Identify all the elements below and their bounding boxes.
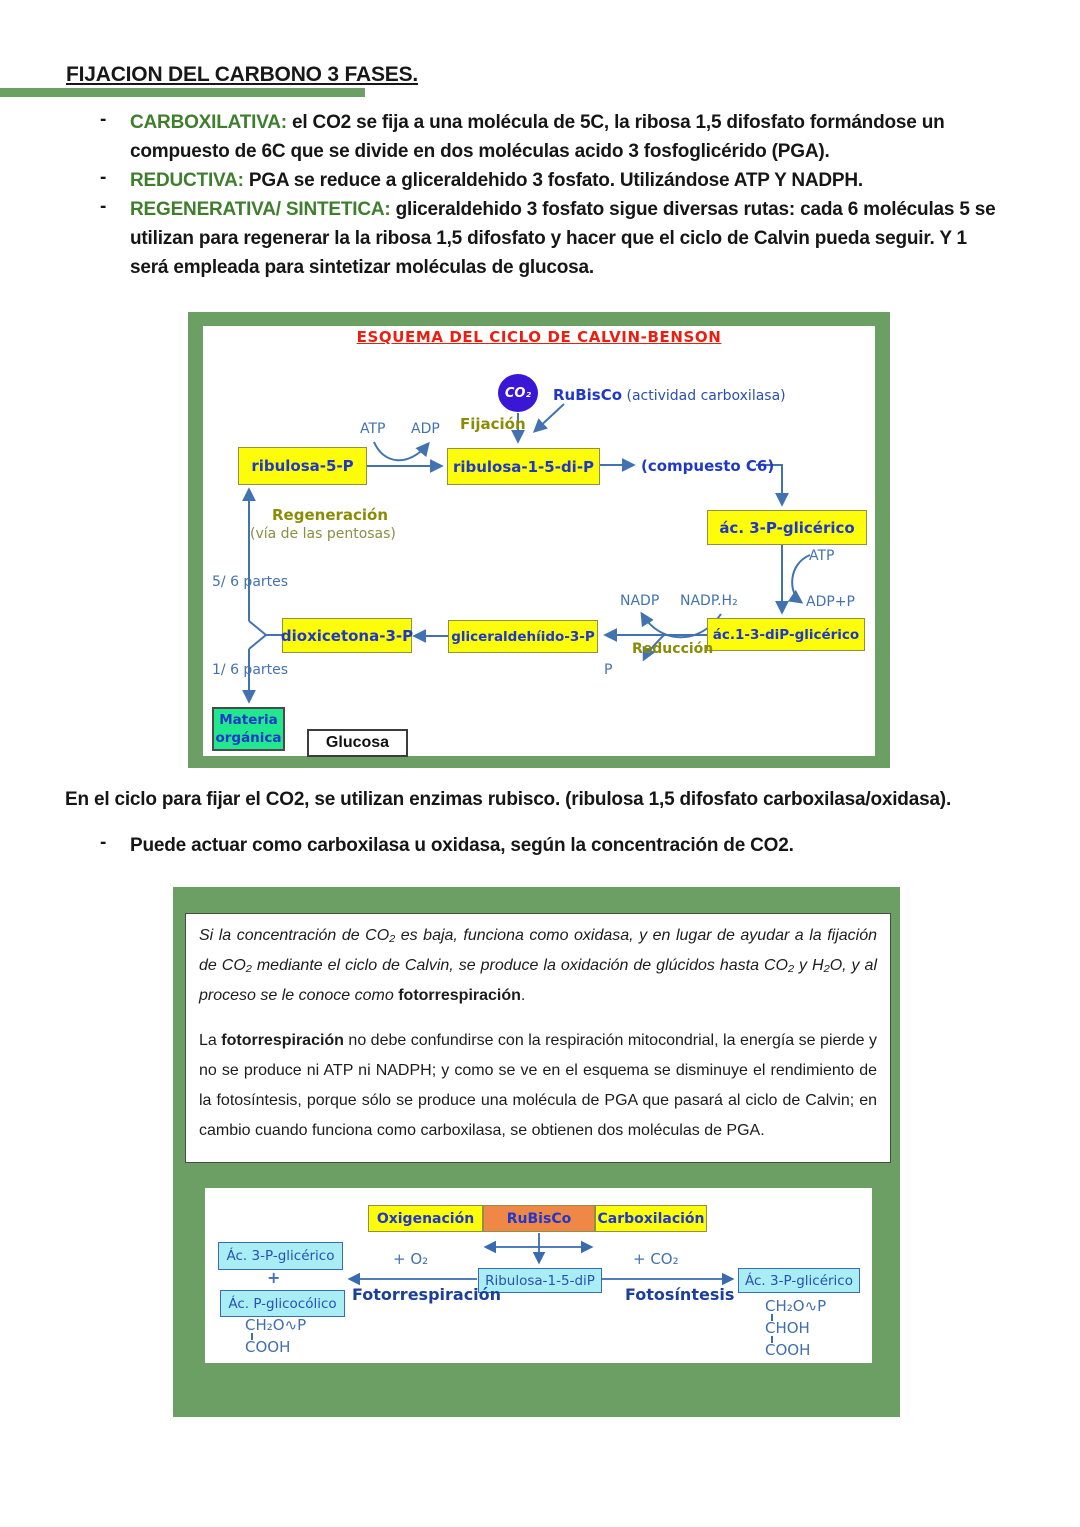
bullet-dash: - xyxy=(100,109,107,130)
rubisco-label-bold: RuBisCo xyxy=(553,386,623,404)
partes-1-6-label: 1/ 6 partes xyxy=(212,662,289,678)
reduccion-label: Reducción xyxy=(632,641,714,657)
arrow-rubisco-pointer xyxy=(532,403,565,433)
bullet-dash: - xyxy=(100,832,107,853)
mid-paragraph: En el ciclo para fijar el CO2, se utiliz… xyxy=(65,789,952,810)
materia-line2: orgánica xyxy=(215,730,282,746)
box-carboxilacion: Carboxilación xyxy=(595,1205,707,1232)
plus-label: + xyxy=(267,1268,281,1287)
nadph2-label: NADP.H₂ xyxy=(680,593,738,609)
box-dioxicetona-3-p: dioxicetona-3-P xyxy=(281,618,413,653)
box-ribulosa-5-p: ribulosa-5-P xyxy=(238,447,367,485)
arc-atp-adpp-right xyxy=(787,554,811,604)
infobox-p2-start: La xyxy=(199,1032,222,1049)
bullet-text: PGA se reduce a gliceraldehido 3 fosfato… xyxy=(248,170,863,191)
adp-left-label: ADP xyxy=(411,421,440,437)
bullet-regenerativa: REGENERATIVA/ SINTETICA: gliceraldehido … xyxy=(130,195,998,282)
atp-right-label: ATP xyxy=(809,548,835,564)
box-glucosa: Glucosa xyxy=(307,729,408,757)
partes-5-6-label: 5/ 6 partes xyxy=(212,574,289,590)
box-ac-1-3-dip-glicerico: ác.1-3-diP-glicérico xyxy=(707,618,865,651)
rubisco-diagram-canvas: Oxigenación RuBisCo Carboxilación Ribulo… xyxy=(205,1188,872,1363)
rubisco-panel: Si la concentración de CO₂ es baja, func… xyxy=(173,887,900,1417)
box-ac-3-p-glicerico-right: Ác. 3-P-glicérico xyxy=(738,1268,860,1293)
rubisco-label-rest: (actividad carboxilasa) xyxy=(622,388,786,404)
bond-line xyxy=(771,1314,773,1321)
formula-line: COOH xyxy=(245,1338,291,1356)
bullet-dash: - xyxy=(100,196,107,217)
via-pentosas-label: (vía de las pentosas) xyxy=(250,526,396,542)
glycolate-formula: CH₂O∿P COOH xyxy=(245,1316,307,1356)
fotosintesis-label: Fotosíntesis xyxy=(625,1285,735,1304)
formula-line: CH₂O∿P xyxy=(765,1297,827,1315)
infobox-p1-end: . xyxy=(520,987,526,1004)
bullet-label: REDUCTIVA: xyxy=(130,170,244,191)
bullet-text: gliceraldehido 3 fosfato sigue diversas … xyxy=(130,199,996,278)
arrow-to-p xyxy=(642,634,665,662)
page-title: FIJACION DEL CARBONO 3 FASES. xyxy=(66,63,419,86)
rubisco-arrows-layer xyxy=(347,1233,735,1286)
nadp-label: NADP xyxy=(620,593,660,609)
arrow-c6-to-ac3p xyxy=(756,464,789,507)
infobox-p2-rest: no debe confundirse con la respiración m… xyxy=(199,1032,877,1139)
fotorrespiracion-infobox: Si la concentración de CO₂ es baja, func… xyxy=(185,913,891,1163)
infobox-paragraph-1: Si la concentración de CO₂ es baja, func… xyxy=(199,921,877,1011)
box-oxigenacion: Oxigenación xyxy=(368,1205,483,1232)
formula-line: CH₂O∿P xyxy=(245,1316,307,1334)
box-ribulosa-1-5-dip: Ribulosa-1-5-diP xyxy=(478,1268,602,1293)
rubisco-label: RuBisCo (actividad carboxilasa) xyxy=(553,386,786,404)
regeneracion-label: Regeneración xyxy=(272,506,389,524)
bond-line xyxy=(771,1336,773,1343)
box-ac-3-p-glicerico-left: Ác. 3-P-glicérico xyxy=(218,1242,343,1270)
box-ribulosa-1-5-di-p: ribulosa-1-5-di-P xyxy=(447,448,600,485)
branch-upper xyxy=(248,620,282,636)
arc-atp-adp-left xyxy=(373,441,430,462)
fijacion-label: Fijación xyxy=(460,415,526,433)
calvin-arrows-layer xyxy=(242,403,811,704)
box-ac-3-p-glicerico: ác. 3-P-glicérico xyxy=(707,510,867,545)
bullet-reductiva: REDUCTIVA: PGA se reduce a gliceraldehid… xyxy=(130,166,968,195)
compuesto-c6-label: (compuesto C6) xyxy=(641,457,775,475)
formula-line: COOH xyxy=(765,1341,811,1359)
formula-line: CHOH xyxy=(765,1319,810,1337)
heading-green-bar xyxy=(0,88,365,97)
calvin-diagram-title: ESQUEMA DEL CICLO DE CALVIN-BENSON xyxy=(356,328,722,346)
adp-p-label: ADP+P xyxy=(806,594,855,610)
bond-line xyxy=(251,1333,253,1340)
bullet-label: CARBOXILATIVA: xyxy=(130,112,287,133)
bullet-dash: - xyxy=(100,167,107,188)
box-ac-p-glicocolico: Ác. P-glicocólico xyxy=(220,1290,345,1317)
pga-formula: CH₂O∿P CHOH COOH xyxy=(765,1297,827,1359)
infobox-p1-italic: Si la concentración de CO₂ es baja, func… xyxy=(199,927,877,1004)
infobox-p2-bold: fotorrespiración xyxy=(221,1032,344,1049)
box-materia-organica: Materia orgánica xyxy=(212,707,285,751)
infobox-paragraph-2: La fotorrespiración no debe confundirse … xyxy=(199,1026,877,1146)
bullet-carboxilativa: CARBOXILATIVA: el CO2 se fija a una molé… xyxy=(130,108,968,166)
branch-lower xyxy=(248,634,267,650)
plus-o2-label: + O₂ xyxy=(393,1250,429,1268)
bullet-label: REGENERATIVA/ SINTETICA: xyxy=(130,199,391,220)
p-label: P xyxy=(604,662,613,678)
box-gliceraldehido-3-p: gliceraldehíido-3-P xyxy=(448,620,598,653)
mid-bullet: Puede actuar como carboxilasa u oxidasa,… xyxy=(130,835,794,856)
atp-left-label: ATP xyxy=(360,421,386,437)
infobox-p1-bold: fotorrespiración xyxy=(398,987,521,1004)
materia-line1: Materia xyxy=(219,711,278,728)
co2-circle: CO₂ xyxy=(498,374,538,412)
fotorrespiracion-label: Fotorrespiración xyxy=(352,1285,502,1304)
calvin-diagram-panel: ESQUEMA DEL CICLO DE CALVIN-BENSON CO₂ R… xyxy=(188,312,890,768)
bullet-text: el CO2 se fija a una molécula de 5C, la … xyxy=(130,112,945,162)
plus-co2-label: + CO₂ xyxy=(633,1250,679,1268)
box-rubisco: RuBisCo xyxy=(483,1205,595,1232)
